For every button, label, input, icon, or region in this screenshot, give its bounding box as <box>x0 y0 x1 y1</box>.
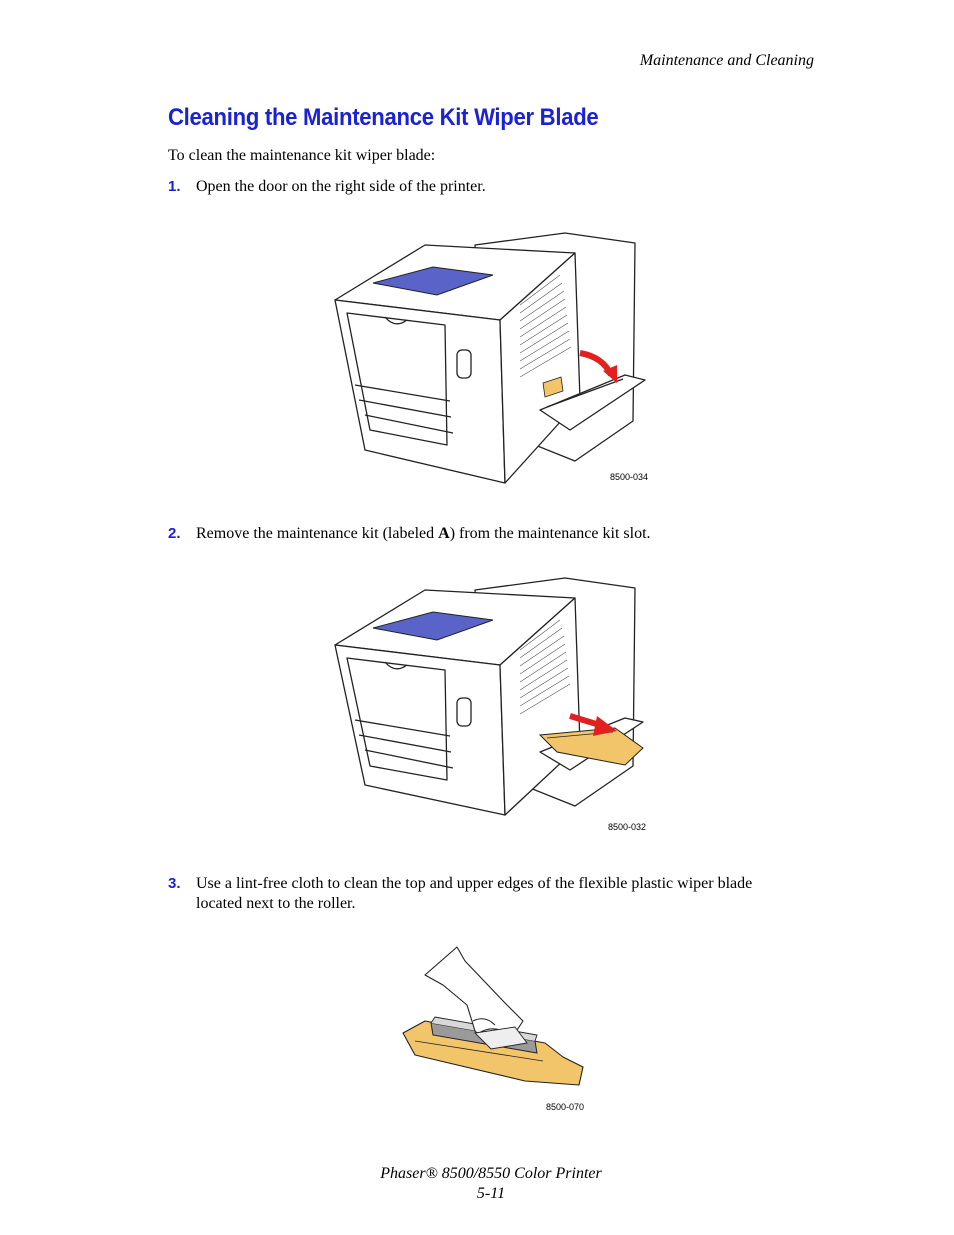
figure-1-label: 8500-034 <box>610 472 649 482</box>
page-title: Cleaning the Maintenance Kit Wiper Blade <box>168 104 599 131</box>
intro-text: To clean the maintenance kit wiper blade… <box>168 147 436 164</box>
figure-remove-kit <box>325 570 655 832</box>
figure-3-label: 8500-070 <box>546 1102 585 1112</box>
step-2-text: Remove the maintenance kit (labeled A) f… <box>196 525 651 542</box>
figure-2-label: 8500-032 <box>608 822 647 832</box>
step-3-text-line1: Use a lint-free cloth to clean the top a… <box>196 875 753 892</box>
remove-kit-illustration <box>334 577 644 816</box>
step-2-number: 2. <box>168 525 181 542</box>
figure-printer-door-open <box>325 225 655 487</box>
running-header: Maintenance and Cleaning <box>639 52 814 69</box>
figure-clean-wiper <box>395 945 587 1095</box>
clean-wiper-illustration <box>402 946 584 1086</box>
step-3-text-line2: located next to the roller. <box>196 895 356 912</box>
step-1-text: Open the door on the right side of the p… <box>196 178 486 195</box>
step-1-number: 1. <box>168 178 181 195</box>
footer-page-number: 5-11 <box>476 1185 506 1202</box>
printer-door-open-illustration <box>334 232 646 484</box>
footer-product: Phaser® 8500/8550 Color Printer <box>380 1165 602 1182</box>
step-3-number: 3. <box>168 875 181 892</box>
